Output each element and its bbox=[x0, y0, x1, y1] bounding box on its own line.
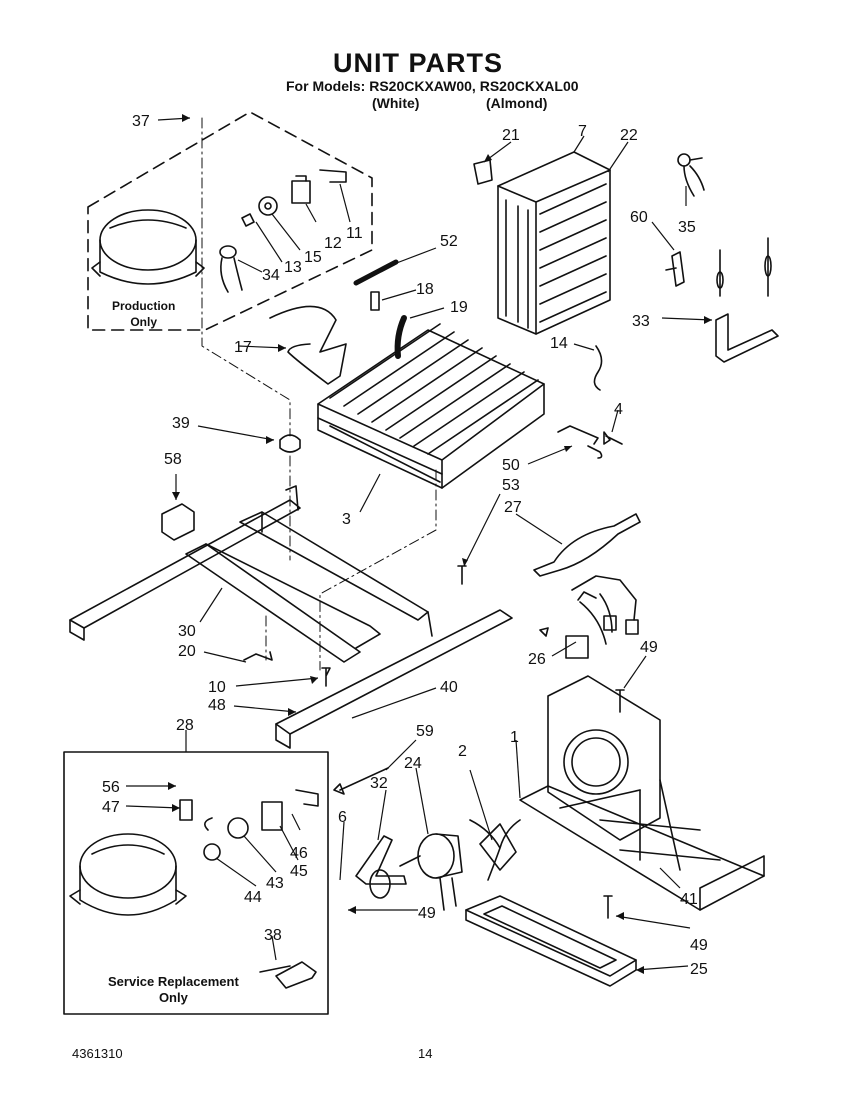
callout-56: 56 bbox=[102, 779, 120, 796]
callout-21: 21 bbox=[502, 127, 520, 144]
condenser-coil bbox=[317, 323, 545, 489]
callout-17: 17 bbox=[234, 339, 252, 356]
callout-33: 33 bbox=[632, 313, 650, 330]
clip-20 bbox=[243, 651, 273, 661]
callout-58: 58 bbox=[164, 451, 182, 468]
callout-48: 48 bbox=[208, 697, 226, 714]
callout-2: 2 bbox=[458, 743, 467, 760]
callout-39: 39 bbox=[172, 415, 190, 432]
clip-21 bbox=[473, 159, 493, 185]
screw-40 bbox=[539, 627, 549, 637]
frame-rails bbox=[69, 485, 513, 749]
callout-49-motor: 49 bbox=[418, 905, 436, 922]
callout-59: 59 bbox=[416, 723, 434, 740]
callout-6: 6 bbox=[338, 809, 347, 826]
compressor-production bbox=[91, 209, 205, 285]
callout-18: 18 bbox=[416, 281, 434, 298]
drain-pan-25 bbox=[465, 895, 637, 987]
callout-38: 38 bbox=[264, 927, 282, 944]
fan-blade bbox=[469, 819, 521, 881]
callout-26: 26 bbox=[528, 651, 546, 668]
grommet-motor bbox=[369, 869, 391, 899]
page-number: 14 bbox=[418, 1046, 433, 1061]
small-tubes bbox=[353, 259, 407, 359]
callout-30: 30 bbox=[178, 623, 196, 640]
evaporator-coil bbox=[497, 151, 611, 335]
callout-19: 19 bbox=[450, 299, 468, 316]
callout-22: 22 bbox=[620, 127, 638, 144]
motor-bracket bbox=[519, 675, 765, 911]
models-line: For Models: RS20CKXAW00, RS20CKXAL00 bbox=[286, 78, 579, 94]
production-only-box bbox=[87, 111, 373, 331]
callout-32: 32 bbox=[370, 775, 388, 792]
callout-3: 3 bbox=[342, 511, 351, 528]
callout-49: 49 bbox=[640, 639, 658, 656]
screw-41 bbox=[603, 895, 613, 919]
fan-motor bbox=[399, 833, 463, 911]
callout-40: 40 bbox=[440, 679, 458, 696]
callout-15: 15 bbox=[304, 249, 322, 266]
service-replacement-note: Service Replacement Only bbox=[108, 974, 239, 1005]
callout-10: 10 bbox=[208, 679, 226, 696]
dryer-27 bbox=[533, 513, 641, 577]
callout-47: 47 bbox=[102, 799, 120, 816]
grommet-39 bbox=[279, 434, 301, 453]
callout-27: 27 bbox=[504, 499, 522, 516]
screw-49 bbox=[615, 689, 625, 713]
callout-53: 53 bbox=[502, 477, 520, 494]
production-only-note: Production Only bbox=[112, 299, 176, 329]
callout-46: 46 bbox=[290, 845, 308, 862]
callout-28: 28 bbox=[176, 717, 194, 734]
callout-24: 24 bbox=[404, 755, 422, 772]
callout-44: 44 bbox=[244, 889, 262, 906]
callout-7: 7 bbox=[578, 123, 587, 140]
callout-11: 11 bbox=[346, 225, 363, 242]
screw-53 bbox=[457, 565, 467, 585]
callout-49-pan: 49 bbox=[690, 937, 708, 954]
callout-1: 1 bbox=[510, 729, 519, 746]
variant-white: (White) bbox=[372, 95, 420, 111]
part-58 bbox=[161, 503, 195, 541]
bracket-32 bbox=[355, 835, 407, 885]
screw-4 bbox=[603, 431, 623, 445]
tube-17 bbox=[269, 305, 347, 385]
compressor-service bbox=[69, 833, 187, 916]
part-38 bbox=[259, 961, 317, 989]
callout-60: 60 bbox=[630, 209, 648, 226]
callout-45: 45 bbox=[290, 863, 308, 880]
screw-10 bbox=[321, 667, 331, 687]
callout-37: 37 bbox=[132, 113, 150, 130]
callout-25: 25 bbox=[690, 961, 708, 978]
callout-4: 4 bbox=[614, 401, 623, 418]
callout-35: 35 bbox=[678, 219, 696, 236]
callout-34: 34 bbox=[262, 267, 280, 284]
sensor-35 bbox=[677, 153, 705, 197]
doc-number: 4361310 bbox=[72, 1046, 123, 1061]
relay-parts-service bbox=[179, 789, 319, 861]
service-replacement-box bbox=[63, 751, 329, 1015]
callout-43: 43 bbox=[266, 875, 284, 892]
callout-12: 12 bbox=[324, 235, 342, 252]
callout-20: 20 bbox=[178, 643, 196, 660]
callout-14: 14 bbox=[550, 335, 568, 352]
tube-33 bbox=[715, 237, 779, 363]
callout-13: 13 bbox=[284, 259, 302, 276]
page-title: UNIT PARTS bbox=[333, 48, 503, 78]
bracket-50 bbox=[557, 425, 603, 459]
clip-60 bbox=[665, 251, 685, 287]
callout-41: 41 bbox=[680, 891, 698, 908]
hook-14 bbox=[593, 345, 603, 391]
harness-26 bbox=[565, 575, 639, 659]
callout-50: 50 bbox=[502, 457, 520, 474]
variant-almond: (Almond) bbox=[486, 95, 548, 111]
relay-parts-top bbox=[219, 169, 347, 293]
screw-59 bbox=[333, 767, 389, 795]
callout-52: 52 bbox=[440, 233, 458, 250]
